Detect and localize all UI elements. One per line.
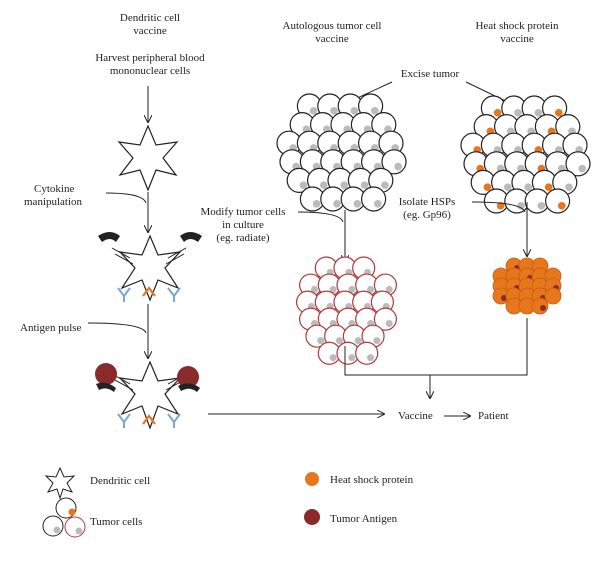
cell-nucleus [524, 183, 533, 192]
dendritic-cell-pulsed [95, 360, 200, 430]
cell-nucleus [544, 183, 553, 192]
antigen-inhibit-line [87, 322, 147, 334]
antigen-pulse-label: Antigen pulse [20, 322, 82, 334]
cell-nucleus [517, 201, 525, 210]
receptor-black-right [180, 232, 202, 242]
cell-nucleus [317, 337, 325, 345]
isolate-inhibit-line [471, 201, 526, 213]
cell-nucleus [493, 108, 502, 117]
cell-nucleus [373, 199, 382, 208]
cell-nucleus [299, 181, 308, 190]
tumor-cell-cluster [276, 93, 407, 212]
legend-dendritic-label: Dendritic cell [90, 475, 151, 487]
cell-nucleus [360, 181, 369, 190]
cell-nucleus [373, 337, 381, 345]
cell-nucleus [370, 106, 379, 115]
cell-nucleus [385, 320, 393, 328]
receptor-blue-right [167, 287, 181, 302]
cell-nucleus [340, 181, 349, 190]
tumor-cell [544, 188, 571, 214]
cell-nucleus [565, 183, 573, 192]
cell-nucleus [309, 106, 318, 115]
cell-nucleus [348, 354, 356, 362]
modified-tumor-cell-cluster [296, 256, 397, 365]
cell-nucleus [578, 164, 587, 173]
cell-nucleus [312, 199, 321, 208]
legend-dendritic-cell-icon [44, 466, 76, 500]
tumor-antigen-right [177, 366, 199, 388]
legend-antigen-label: Tumor Antigen [330, 513, 398, 525]
legend-tumor-cells-icon [42, 497, 86, 538]
cell-nucleus [385, 285, 393, 293]
cell-nucleus [335, 337, 344, 345]
tumor-cell [355, 341, 379, 365]
tumor-cell [361, 186, 387, 212]
excise-tumor-label: Excise tumor [400, 68, 460, 80]
cell-nucleus [534, 108, 543, 117]
cell-nucleus [333, 199, 341, 208]
tumor-antigen-dot [501, 295, 507, 301]
cell-nucleus [537, 201, 546, 210]
cell-nucleus [319, 181, 328, 190]
legend-hsp-label: Heat shock protein [330, 474, 414, 486]
cell-nucleus [310, 285, 318, 293]
cell-nucleus [367, 285, 375, 293]
isolate-hsp-label: Isolate HSPs(eg. Gp96) [398, 196, 456, 221]
cell-nucleus [367, 354, 375, 362]
hsp-loaded-cell-cluster [460, 95, 591, 214]
receptor-blue-left [117, 287, 131, 302]
legend-tumor-label: Tumor cells [90, 516, 143, 528]
cell-nucleus [381, 181, 389, 190]
tumor-antigen-left [95, 363, 117, 385]
cell-nucleus [483, 183, 492, 192]
hsp-particle [531, 297, 549, 315]
cytokine-inhibit-line [105, 192, 147, 204]
receptor-orange [142, 286, 156, 297]
cell-nucleus [514, 108, 522, 117]
cell-nucleus [496, 201, 505, 210]
dendritic-cell-with-receptors [98, 232, 202, 302]
dendritic-cell-star-1 [117, 124, 179, 192]
cell-nucleus [348, 285, 356, 293]
cell-nucleus [329, 354, 337, 362]
legend-antigen-dot [304, 509, 320, 525]
cell-nucleus [330, 106, 338, 115]
receptor-black-left [98, 232, 120, 242]
cell-nucleus [329, 285, 337, 293]
modify-inhibit-line [297, 211, 344, 223]
cell-nucleus [554, 108, 563, 117]
hsp-particle [544, 287, 562, 305]
cell-nucleus [503, 183, 512, 192]
cell-nucleus [353, 199, 362, 208]
patient-label: Patient [478, 410, 509, 422]
vaccine-label: Vaccine [398, 410, 433, 422]
legend-hsp-dot [305, 472, 319, 486]
cell-nucleus [350, 106, 359, 115]
cell-nucleus [394, 162, 403, 171]
tumor-antigen-dot [540, 305, 546, 311]
cell-nucleus [557, 201, 566, 210]
isolated-hsp-cluster [492, 257, 562, 315]
cell-nucleus [354, 337, 362, 345]
